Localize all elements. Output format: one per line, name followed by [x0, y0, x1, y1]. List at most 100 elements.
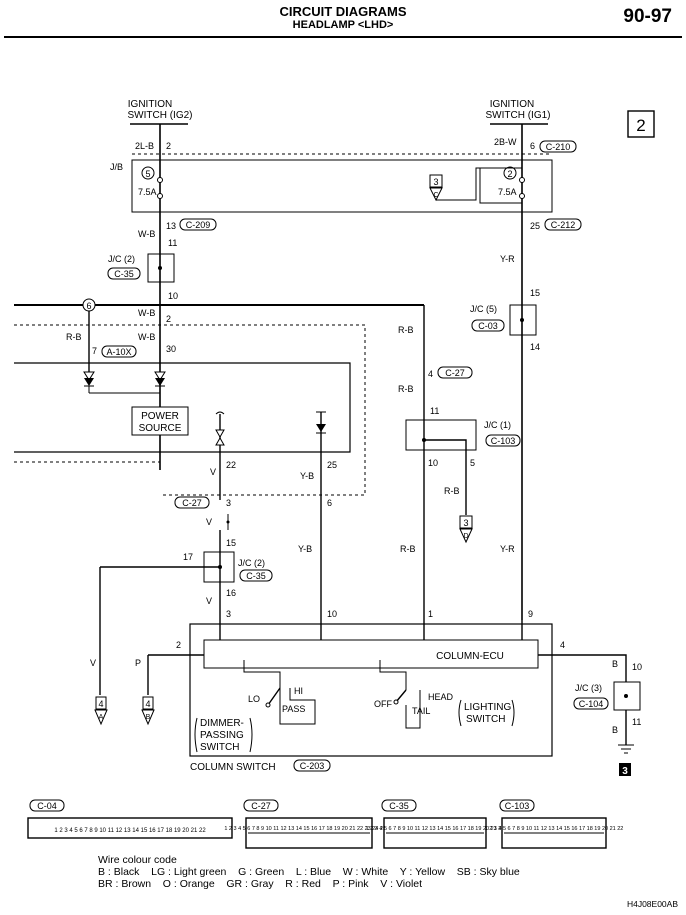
connector-c35-pins: 1 2 3 4 5 6 7 8 9 10 11 12 13 14 15 16 1… [366, 826, 505, 832]
header-rule [4, 36, 682, 38]
pin-6: 6 [327, 498, 332, 508]
left-ref-a-bot: A [99, 714, 104, 721]
jc2-top-label: J/C (2) [108, 254, 135, 264]
connector-c103-name: C-103 [505, 801, 530, 811]
rb-pin: 4 [428, 369, 433, 379]
connector-c04-pins: 1 2 3 4 5 6 7 8 9 10 11 12 13 14 15 16 1… [54, 828, 206, 834]
wire-yb-25: Y-B [300, 471, 314, 481]
rb-wire: R-B [398, 325, 414, 335]
jc2-bot-pin-left: 17 [183, 552, 193, 562]
connector-c35: C-35 1 2 3 4 5 6 7 8 9 10 11 12 13 14 15… [366, 799, 505, 849]
wire-v-22: V [210, 467, 216, 477]
left-ref-a-wire: V [90, 658, 96, 668]
lighting-head: HEAD [428, 692, 454, 702]
jc1-pin-in: 11 [430, 406, 439, 416]
ig2-pin: 2 [166, 141, 171, 151]
column-ecu-box [203, 639, 539, 669]
jc2-top-wire: W-B [138, 229, 155, 239]
page-title: CIRCUIT DIAGRAMS [279, 4, 407, 19]
power-source-2: SOURCE [139, 423, 182, 434]
jc3-label: J/C (3) [575, 683, 602, 693]
legend-line-1: B : Black LG : Light green G : Green L :… [98, 866, 520, 878]
jc3-conn: C-104 [579, 699, 604, 709]
connector-c27-name: C-27 [251, 801, 271, 811]
jc5-pin-in: 15 [530, 288, 540, 298]
fuse5-rating: 7.5A [138, 187, 157, 197]
lighting-name-1: LIGHTING [464, 702, 511, 713]
bus-conn-left: A-10X [106, 347, 131, 357]
column-switch-box [189, 623, 553, 757]
left-ref-a-top: 4 [98, 699, 103, 709]
jc2-top-pin-in: 11 [168, 238, 177, 248]
jc1-ref-top: 3 [463, 518, 468, 528]
splice-num: 6 [86, 301, 91, 311]
sheet-box-number: 2 [636, 116, 645, 135]
connector-c04-name: C-04 [37, 801, 57, 811]
ig1-connector: C-210 [546, 142, 571, 152]
ig1-wire: 2B-W [494, 137, 517, 147]
jb-ref-top: 3 [433, 177, 438, 187]
dimmer-name-1: DIMMER- [200, 718, 244, 729]
jb-right-pin: 25 [530, 221, 540, 231]
ecu-pin-9: 9 [528, 609, 533, 619]
bus-wire-mid: W-B [138, 308, 155, 318]
ecu-pin-1: 1 [428, 609, 433, 619]
dimmer-name-2: PASSING [200, 730, 244, 741]
jb-left-pin: 13 [166, 221, 176, 231]
ecu-pin-right: 4 [560, 640, 565, 650]
connector-c103: C-103 1 2 3 4 5 6 7 8 9 10 11 12 13 14 1… [485, 799, 624, 849]
dimmer-pass: PASS [282, 704, 305, 714]
ecu-pin-left: 2 [176, 640, 181, 650]
dimmer-name-3: SWITCH [200, 742, 239, 753]
jc2-bot-conn: C-35 [246, 571, 266, 581]
right-wire-yr: Y-R [500, 544, 515, 554]
legend-line-2: BR : Brown O : Orange GR : Gray R : Red … [98, 878, 423, 890]
wire-v-2: V [206, 517, 212, 527]
jc1-label: J/C (1) [484, 420, 511, 430]
c27-conn-lower: C-27 [182, 498, 202, 508]
jc3-wire2: B [612, 725, 618, 735]
footer-code: H4J08E00AB [626, 899, 678, 909]
pin-3-upper: 3 [226, 498, 231, 508]
ig1-label-1: IGNITION [490, 99, 534, 110]
wire-yb-2: Y-B [298, 544, 312, 554]
bus-wire-30: W-B [138, 332, 155, 342]
jc2-top-pin-out: 10 [168, 291, 178, 301]
connector-c103-pins: 1 2 3 4 5 6 7 8 9 10 11 12 13 14 15 16 1… [485, 826, 624, 832]
left-ref-b-bot: B [146, 714, 151, 721]
page-subtitle: HEADLAMP <LHD> [292, 19, 394, 31]
rb-wire2: R-B [398, 384, 414, 394]
left-ref-b-wire: P [135, 658, 141, 668]
page-number: 90-97 [623, 6, 672, 27]
bus-pin-30: 30 [166, 344, 176, 354]
rb-conn: C-27 [445, 368, 465, 378]
jc1-wire-out: R-B [444, 486, 460, 496]
lighting-tail: TAIL [412, 706, 430, 716]
jc3-pin-out: 11 [632, 717, 641, 727]
ig1-connector-tag [539, 140, 577, 153]
lighting-off: OFF [374, 699, 392, 709]
ground-ref [619, 763, 631, 776]
jb-ref-bot: C [433, 192, 438, 199]
power-source-box [131, 406, 189, 436]
jc1-conn: C-103 [491, 436, 516, 446]
pin-25: 25 [327, 460, 337, 470]
bus-pin-mid: 2 [166, 314, 171, 324]
ecu-pin-3: 3 [226, 609, 231, 619]
column-switch-label: COLUMN SWITCH [190, 762, 276, 773]
ecu-pin-10: 10 [327, 609, 337, 619]
jc3-pin-in: 10 [632, 662, 642, 672]
jb-right-conn: C-212 [551, 220, 576, 230]
dimmer-hi: HI [294, 686, 303, 696]
bus-pin-left: 7 [92, 346, 97, 356]
jc3-box [613, 681, 641, 711]
jc5-label: J/C (5) [470, 304, 497, 314]
ig1-label-2: SWITCH (IG1) [486, 110, 551, 121]
jb-left-conn: C-209 [186, 220, 211, 230]
ig1-pin: 6 [530, 141, 535, 151]
jc3-wire: B [612, 659, 618, 669]
jb-label: J/B [110, 162, 123, 172]
column-ecu-label: COLUMN-ECU [436, 651, 504, 662]
jc1-pin-out-l: 10 [428, 458, 438, 468]
